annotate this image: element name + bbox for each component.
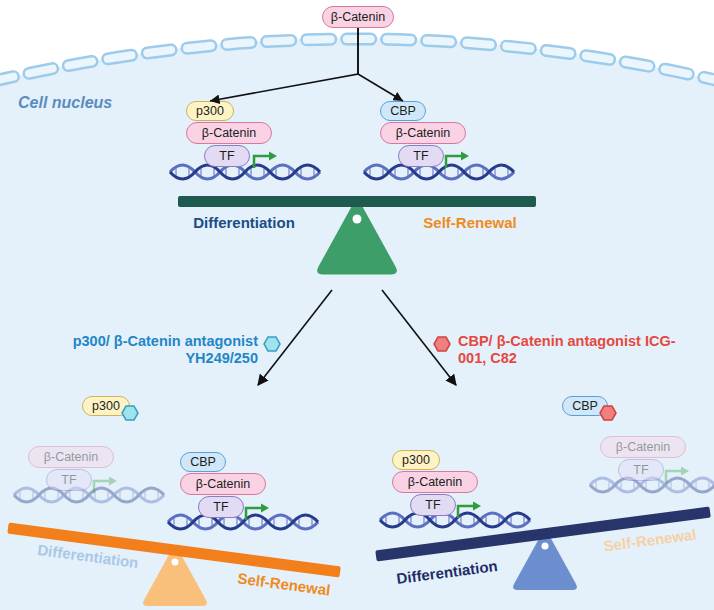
protein-pill: p300 [82,396,130,416]
protein-name: p300 [196,104,224,118]
protein-name: β-Catenin [396,126,450,140]
protein-pill: β-Catenin [186,122,272,144]
protein-pill: p300 [186,101,234,121]
outcome-label: Differentiation [193,214,295,231]
protein-pill: β-Catenin [600,436,686,458]
protein-pill: TF [204,145,250,167]
protein-name: TF [633,463,648,477]
protein-pill: TF [46,469,92,491]
nuclear-membrane [0,39,714,82]
protein-pill: β-Catenin [322,6,394,28]
nucleus-fill [0,38,714,610]
protein-name: β-Catenin [202,126,256,140]
antagonist-label: p300/ β-Catenin antagonist YH249/250 [38,333,258,367]
nucleus-shape [0,36,714,610]
protein-name: β-Catenin [196,477,250,491]
protein-name: β-Catenin [408,475,462,489]
nuclear-membrane [0,39,714,82]
protein-pill: TF [198,496,244,518]
protein-name: TF [413,149,428,163]
protein-name: β-Catenin [331,10,385,24]
protein-pill: β-Catenin [28,446,114,468]
protein-pill: TF [398,145,444,167]
protein-name: β-Catenin [44,450,98,464]
protein-pill: CBP [180,452,226,472]
antagonist-label: CBP/ β-Catenin antagonist ICG-001, C82 [458,333,678,367]
protein-pill: p300 [392,450,440,470]
protein-name: TF [61,473,76,487]
protein-pill: β-Catenin [392,471,478,493]
protein-pill: β-Catenin [380,122,466,144]
protein-name: CBP [190,455,216,469]
cell-nucleus: Cell nucleusp300β-CateninTFCBPβ-CateninT… [0,36,714,610]
protein-pill: β-Catenin [180,473,266,495]
protein-name: TF [219,149,234,163]
protein-pill: TF [618,459,664,481]
flow-arrow [210,28,358,101]
protein-name: p300 [402,453,430,467]
protein-name: CBP [572,399,598,413]
protein-pill: CBP [562,396,608,416]
protein-name: β-Catenin [616,440,670,454]
region-label: Cell nucleus [18,94,112,112]
outcome-label: Self-Renewal [423,214,516,231]
protein-pill: TF [410,494,456,516]
protein-name: TF [213,500,228,514]
protein-name: CBP [390,104,416,118]
protein-name: TF [425,498,440,512]
protein-pill: CBP [380,101,426,121]
flow-arrow [358,28,403,101]
protein-name: p300 [92,399,120,413]
